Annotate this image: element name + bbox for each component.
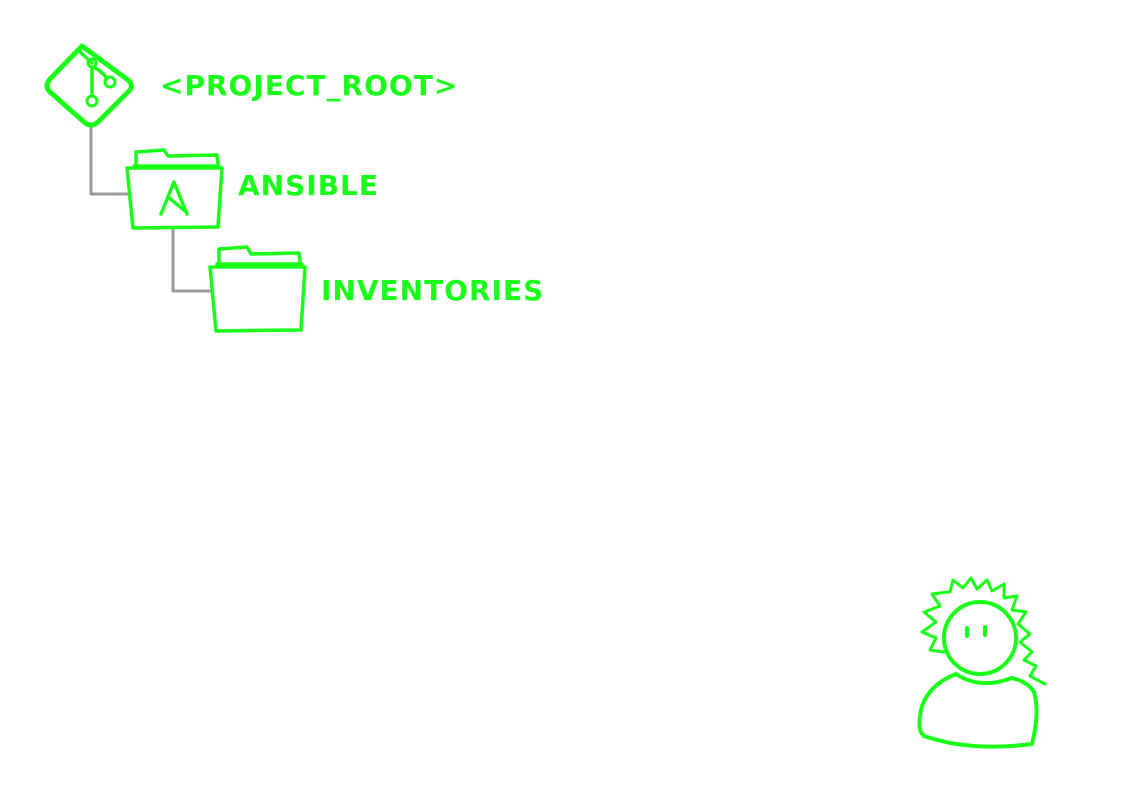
ansible-folder-label: ANSIBLE bbox=[238, 169, 379, 202]
git-icon bbox=[44, 43, 134, 128]
person-icon bbox=[917, 576, 1047, 749]
folder-icon bbox=[208, 245, 307, 333]
connector-ansible-inventories bbox=[171, 227, 213, 293]
inventories-folder-label: INVENTORIES bbox=[321, 274, 545, 307]
connector-root-ansible bbox=[89, 124, 130, 196]
ansible-folder-icon bbox=[125, 148, 224, 230]
project-root-label: <PROJECT_ROOT> bbox=[160, 69, 459, 102]
tree-connectors bbox=[89, 124, 213, 293]
